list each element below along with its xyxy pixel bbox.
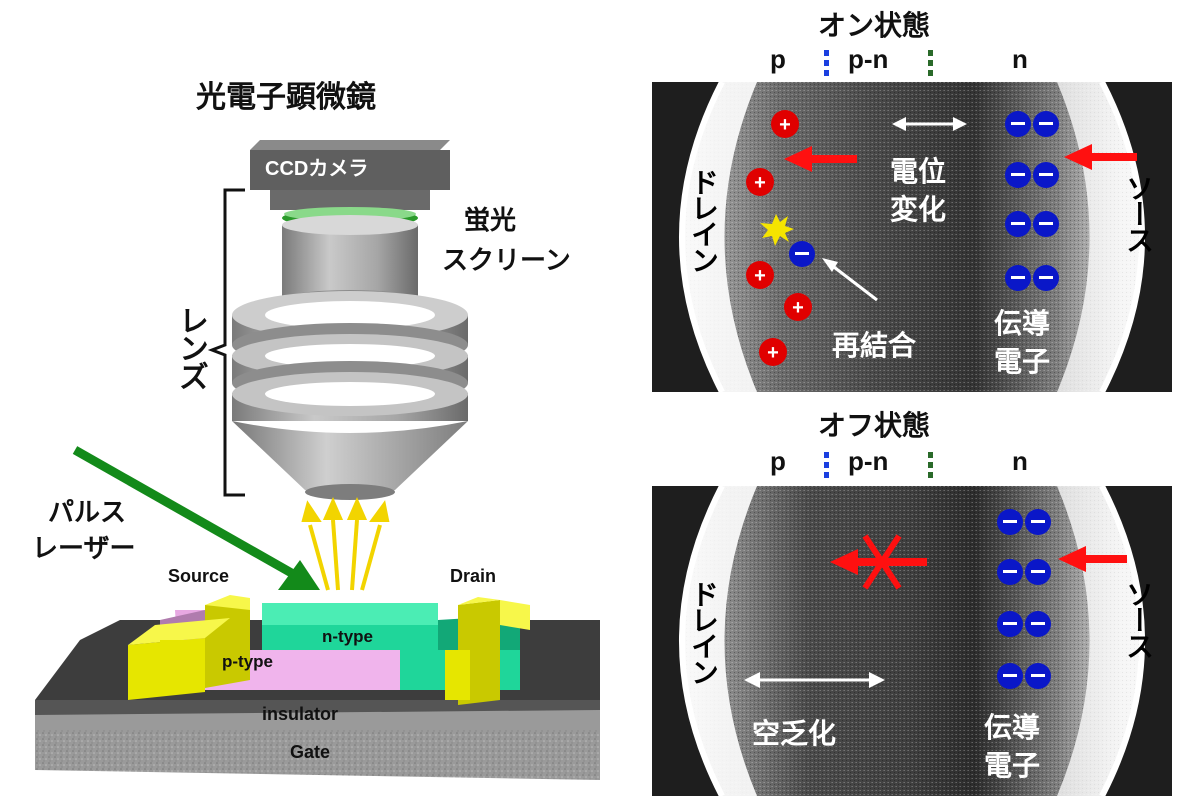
recombination-label: 再結合 <box>832 329 917 362</box>
red-arrow-drain-on <box>784 146 857 172</box>
electron-pair-off-3 <box>997 611 1051 637</box>
on-pn-left-marker <box>824 50 829 56</box>
on-drain-label: ドレイン <box>687 168 720 272</box>
on-conduction-label-line2: 電子 <box>994 345 1051 378</box>
potential-label-line2: 変化 <box>890 193 947 226</box>
lens-bracket <box>207 188 245 497</box>
recombination-spark <box>760 214 794 246</box>
off-region-pn-label: p-n <box>848 446 889 476</box>
holes-on: + + + + + <box>746 110 812 366</box>
hole-on-3: + <box>746 261 774 289</box>
depletion-label: 空乏化 <box>752 717 837 750</box>
blocked-red-arrow <box>830 534 927 590</box>
electrons-on <box>1005 111 1059 291</box>
source-electrode <box>128 595 250 700</box>
svg-text:+: + <box>754 265 766 287</box>
depletion-arrow <box>744 672 885 688</box>
off-drain-label: ドレイン <box>687 580 720 684</box>
electron-pair-on-3 <box>1005 211 1059 237</box>
lens-column <box>232 215 468 500</box>
hole-on-4: + <box>784 293 812 321</box>
hole-on-1: + <box>771 110 799 138</box>
off-conduction-label-line2: 電子 <box>984 749 1041 782</box>
p-type-label: p-type <box>222 652 273 671</box>
on-conduction-label-line1: 伝導 <box>994 307 1051 340</box>
off-state-image <box>652 486 1172 796</box>
on-state-title: オン状態 <box>818 9 931 42</box>
laser-label-line2: レーザー <box>32 534 136 564</box>
on-pn-right-marker <box>928 50 933 56</box>
electron-pair-on-2 <box>1005 162 1059 188</box>
off-source-label: ソース <box>1122 580 1155 658</box>
red-arrow-source-off <box>1058 546 1127 572</box>
drain-label: Drain <box>450 566 497 586</box>
microscope-diagram <box>35 140 600 780</box>
screen-label-line2: スクリーン <box>442 246 571 276</box>
recombination-pointer <box>829 262 878 302</box>
photoelectron-arrows <box>301 497 390 591</box>
hole-on-5: + <box>759 338 787 366</box>
electron-pair-on-1 <box>1005 111 1059 137</box>
pulse-laser-arrow <box>72 446 320 590</box>
red-arrow-source-on <box>1064 144 1137 170</box>
hole-on-2: + <box>746 168 774 196</box>
electron-pair-on-4 <box>1005 265 1059 291</box>
off-region-n-label: n <box>1012 446 1028 476</box>
drain-electrode <box>445 597 530 705</box>
laser-label-line1: パルス <box>48 498 127 528</box>
source-label: Source <box>168 566 230 586</box>
svg-text:+: + <box>754 172 766 194</box>
ccd-camera <box>250 140 450 210</box>
potential-change-arrow <box>892 117 967 131</box>
gate-label: Gate <box>290 742 331 762</box>
svg-text:+: + <box>779 114 791 136</box>
off-region-p-label: p <box>770 446 786 476</box>
lens-label: レンズ <box>173 305 208 389</box>
off-conduction-label-line1: 伝導 <box>984 711 1041 744</box>
on-region-pn-label: p-n <box>848 44 889 74</box>
potential-label-line1: 電位 <box>890 155 947 188</box>
off-pn-right-marker <box>928 452 933 458</box>
n-type-label: n-type <box>322 627 373 646</box>
insulator-label: insulator <box>262 704 339 724</box>
off-state-title: オフ状態 <box>818 409 931 442</box>
microscope-title: 光電子顕微鏡 <box>196 80 376 115</box>
on-state-image: + + + + + <box>652 82 1172 392</box>
on-source-label: ソース <box>1122 174 1155 252</box>
svg-text:+: + <box>792 297 804 319</box>
ccd-camera-label: CCDカメラ <box>265 158 369 180</box>
svg-text:+: + <box>767 342 779 364</box>
electron-pair-off-2 <box>997 559 1051 585</box>
electron-pair-off-1 <box>997 509 1051 535</box>
electron-on-recomb <box>789 241 815 267</box>
on-region-n-label: n <box>1012 44 1028 74</box>
electron-pair-off-4 <box>997 663 1051 689</box>
electrons-off <box>997 509 1051 689</box>
off-pn-left-marker <box>824 452 829 458</box>
on-region-p-label: p <box>770 44 786 74</box>
screen-label-line1: 蛍光 <box>463 206 516 236</box>
